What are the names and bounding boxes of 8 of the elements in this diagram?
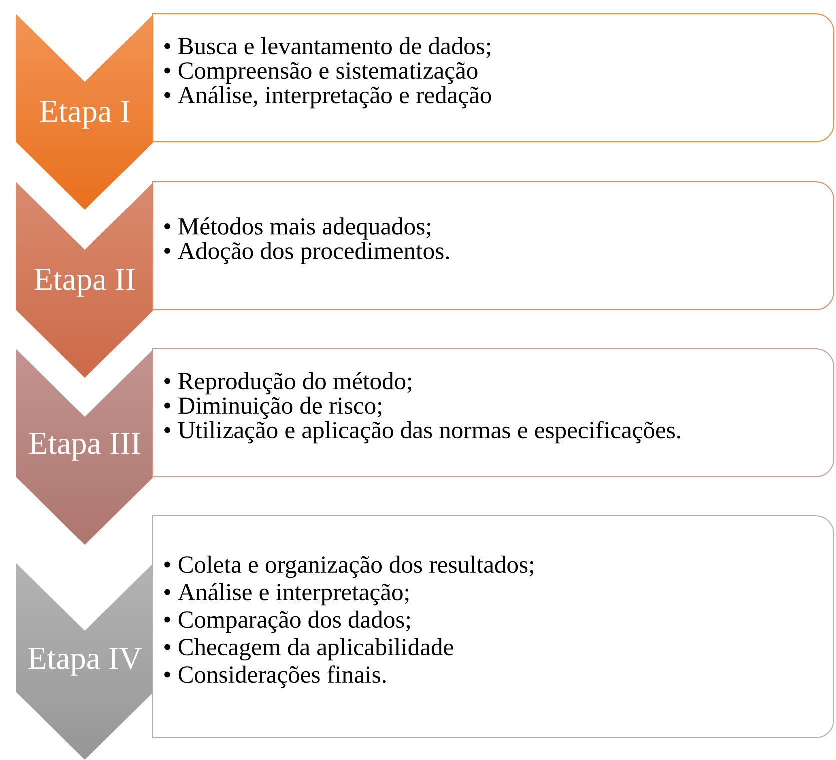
text-box: • Reprodução do método; • Diminuição de risco; • Utilização e aplicação das normas e especificações. xyxy=(152,348,834,478)
text-box: • Coleta e organização dos resultados; • Análise e interpretação; • Comparação dos dados; • Checagem da aplicabilidade • Considerações finais. xyxy=(152,516,834,738)
chevron: Etapa IV xyxy=(28,648,142,676)
chevron: Etapa II xyxy=(34,269,135,297)
text-box: • Busca e levantamento de dados; • Compreensão e sistematização • Análise, interpretação e redação xyxy=(152,14,834,142)
chevron: Etapa III xyxy=(30,433,140,461)
chevron: Etapa I xyxy=(40,101,130,129)
text-box: • Métodos mais adequados; • Adoção dos procedimentos. xyxy=(152,182,834,310)
